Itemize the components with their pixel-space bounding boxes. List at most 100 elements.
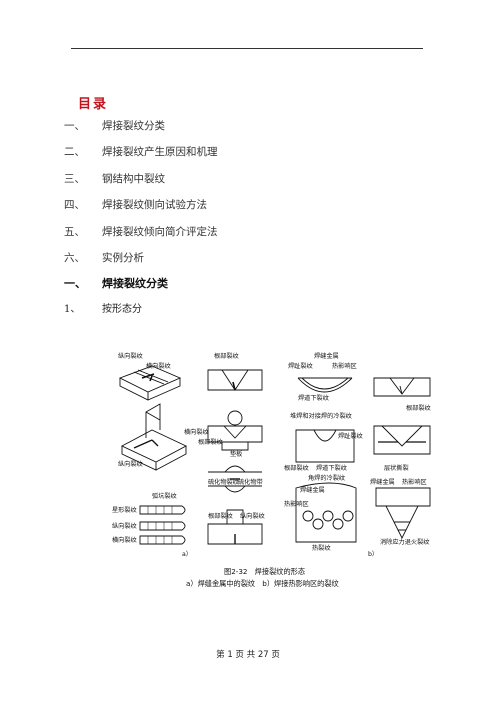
backing-section: [207, 425, 263, 443]
root-section: [207, 523, 263, 545]
t-crack-mark: [133, 439, 159, 449]
label-longitudinal-crack-2: 纵向裂纹: [118, 460, 144, 468]
label-toe-crack: 焊趾裂纹: [338, 432, 364, 440]
plate-sides: [119, 378, 181, 401]
crater-bead-3: [139, 535, 186, 545]
label-haz-3: 热影响区: [402, 478, 427, 486]
label-star-crack: 星形裂纹: [112, 506, 138, 514]
label-haz-2: 热影响区: [284, 500, 309, 508]
toc-item-2: 二、 焊接裂纹产生原因和机理: [64, 144, 218, 170]
t-joint-web: [145, 403, 161, 438]
toc-item-6: 六、 实例分析: [64, 250, 218, 276]
label-crater-transverse: 横向裂纹: [112, 536, 138, 544]
lamellar-block: [373, 425, 431, 455]
label-under-bead-crack: 焊道下裂纹: [298, 394, 330, 402]
hot-crack-section: [295, 482, 357, 543]
label-hot-crack: 热裂纹: [312, 544, 331, 552]
label-longitudinal-crack-3: 纵向裂纹: [240, 512, 266, 520]
toc-item-1: 一、 焊接裂纹分类: [64, 118, 218, 144]
grain: [322, 510, 334, 522]
label-sulfide-band: 硫化物带: [238, 478, 263, 486]
label-under-bead-crack-2: 焊道下裂纹: [316, 464, 348, 472]
root-block-b: [373, 377, 431, 397]
section-heading: 一、 焊接裂纹分类: [64, 275, 168, 291]
crack-mark: [141, 373, 155, 382]
haz-arc: [297, 377, 353, 393]
label-root-crack-b: 根部裂纹: [406, 404, 432, 412]
subsection-heading: 1、 按形态分: [64, 300, 142, 315]
t-joint-sides: [121, 446, 187, 471]
toc-list: 一、 焊接裂纹分类 二、 焊接裂纹产生原因和机理 三、钢结构中裂纹 四、焊接裂纹侧向…: [64, 118, 218, 276]
root-groove-b: [389, 377, 415, 395]
crater-ripples: [147, 506, 173, 544]
label-backing-plate: 垫板: [230, 450, 242, 458]
toc-item-label: 实例分析: [102, 251, 144, 264]
label-root-crack-5: 根部裂纹: [208, 512, 234, 520]
grain: [332, 518, 344, 530]
crater-bead-1: [139, 505, 186, 515]
sulfide-weld: [224, 465, 246, 493]
label-stress-relief-crack: 消除应力退火裂纹: [380, 538, 430, 546]
label-transverse-crack-2: 横向裂纹: [184, 428, 210, 436]
label-sulfide-crack: 硫化物裂纹: [208, 478, 240, 486]
sulfide-plates: [208, 471, 262, 487]
toc-item-4: 四、焊接裂纹侧向试验方法: [64, 197, 218, 223]
toc-item-label: 焊接裂纹倾向简介评定法: [102, 225, 218, 238]
weld-bead: [133, 369, 169, 385]
backing-plate: [221, 425, 249, 451]
section-title: 焊接裂纹分类: [102, 277, 168, 290]
label-root-crack-4: 根部裂纹: [284, 464, 310, 472]
toc-item-number: 一、: [64, 120, 85, 132]
toc-item-label: 焊接裂纹产生原因和机理: [102, 146, 218, 159]
header-rule: [71, 48, 423, 49]
grain: [342, 510, 354, 522]
toc-item-label: 焊接裂纹侧向试验方法: [102, 199, 207, 212]
label-longitudinal-crack: 纵向裂纹: [118, 352, 144, 360]
figure-caption-sub: a）焊缝金属中的裂纹 b）焊接热影响区的裂纹: [186, 579, 339, 588]
label-transverse-crack: 横向裂纹: [146, 362, 172, 370]
weld-crack-illustration: 纵向裂纹 横向裂纹 根部裂纹 焊缝金属 焊趾裂纹 热影响区 焊道下裂纹 堆焊和对…: [112, 352, 432, 588]
toc-item-number: 二、: [64, 146, 85, 159]
root-stem: [226, 509, 244, 524]
label-root-crack-3: 根部裂纹: [198, 438, 224, 446]
subsection-title: 按形态分: [102, 304, 142, 315]
label-crater-crack: 弧坑裂纹: [152, 492, 178, 500]
toc-item-label: 钢结构中裂纹: [102, 172, 165, 185]
fillet-weld: [313, 429, 337, 442]
label-weld-metal-2: 焊缝金属: [300, 486, 325, 494]
toc-item-label: 焊接裂纹分类: [102, 120, 165, 132]
label-panel-b: b）: [368, 551, 378, 558]
toc-item-number: 六、: [64, 251, 85, 264]
grain: [302, 510, 314, 522]
fillet-block: [295, 429, 355, 463]
subsection-number: 1、: [64, 304, 81, 315]
stress-relief-mesh: [385, 505, 419, 540]
t-joint-base: [120, 429, 188, 463]
label-weld-metal: 焊缝金属: [314, 352, 339, 360]
lamellar-groove: [381, 425, 423, 447]
toc-item-number: 五、: [64, 225, 85, 238]
section-number: 一、: [64, 277, 86, 290]
weld-crack-figure: 纵向裂纹 横向裂纹 根部裂纹 焊缝金属 焊趾裂纹 热影响区 焊道下裂纹 堆焊和对…: [112, 338, 448, 600]
label-lamellar-tear: 层状撕裂: [384, 464, 409, 472]
toc-title: 目录: [78, 97, 109, 112]
toc-item-5: 五、 焊接裂纹倾向简介评定法: [64, 224, 218, 250]
grain: [312, 518, 324, 530]
stress-relief-block: [375, 487, 431, 507]
page-footer: 第 1 页 共 27 页: [216, 650, 280, 660]
label-weld-toe-crack: 焊趾裂纹: [288, 362, 314, 370]
figure-caption-title: 图2-32 焊接裂纹的形态: [224, 567, 305, 576]
label-haz: 热影响区: [332, 362, 357, 370]
label-weld-metal-3: 焊缝金属: [370, 478, 395, 486]
label-root-crack: 根部裂纹: [214, 352, 240, 360]
label-panel-a: a）: [182, 551, 192, 558]
weld-metal-arc: [301, 377, 349, 390]
crater-bead-2: [139, 521, 186, 531]
t-joint-web-edge: [145, 411, 161, 421]
root-crack-mark: [232, 381, 236, 391]
weld-cap: [227, 410, 243, 426]
label-cold-crack-butt: 堆焊和对接焊的冷裂纹: [290, 412, 353, 420]
root-block: [207, 369, 263, 391]
label-fillet-cold-crack: 角焊的冷裂纹: [308, 474, 346, 482]
toc-item-3: 三、钢结构中裂纹: [64, 171, 218, 197]
